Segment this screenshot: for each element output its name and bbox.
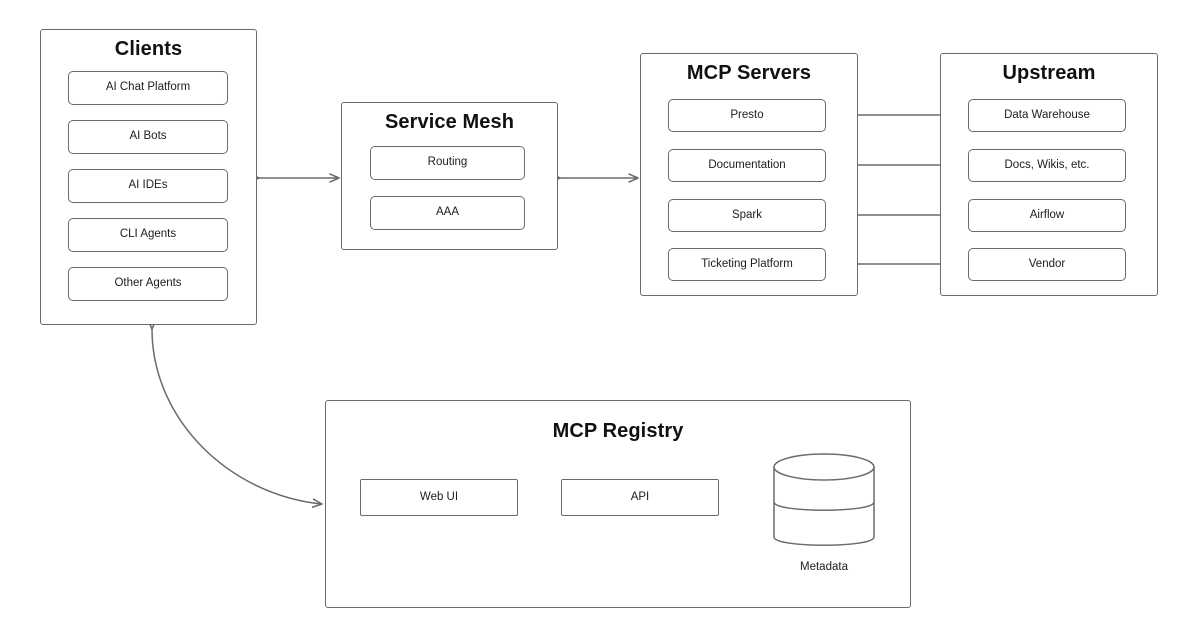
database-cylinder-label: Metadata xyxy=(800,561,848,573)
group-upstream-title: Upstream xyxy=(1002,62,1096,84)
group-service-mesh-title: Service Mesh xyxy=(384,111,515,133)
node-cli-agents[interactable]: CLI Agents xyxy=(68,218,228,252)
node-spark[interactable]: Spark xyxy=(668,199,826,232)
group-mcp-servers-title: MCP Servers xyxy=(686,62,812,84)
node-documentation[interactable]: Documentation xyxy=(668,149,826,182)
database-cylinder-icon xyxy=(773,453,875,546)
node-docs-wikis[interactable]: Docs, Wikis, etc. xyxy=(968,149,1126,182)
node-presto[interactable]: Presto xyxy=(668,99,826,132)
node-aaa[interactable]: AAA xyxy=(370,196,525,230)
node-ai-ides[interactable]: AI IDEs xyxy=(68,169,228,203)
group-clients-title: Clients xyxy=(114,38,183,60)
node-api[interactable]: API xyxy=(561,479,719,516)
node-data-warehouse[interactable]: Data Warehouse xyxy=(968,99,1126,132)
node-other-agents[interactable]: Other Agents xyxy=(68,267,228,301)
node-vendor[interactable]: Vendor xyxy=(968,248,1126,281)
node-web-ui[interactable]: Web UI xyxy=(360,479,518,516)
node-ticketing-platform[interactable]: Ticketing Platform xyxy=(668,248,826,281)
node-routing[interactable]: Routing xyxy=(370,146,525,180)
node-ai-chat-platform[interactable]: AI Chat Platform xyxy=(68,71,228,105)
group-mcp-registry-title: MCP Registry xyxy=(552,420,684,442)
connector-registry-clients xyxy=(152,329,322,504)
node-airflow[interactable]: Airflow xyxy=(968,199,1126,232)
node-ai-bots[interactable]: AI Bots xyxy=(68,120,228,154)
